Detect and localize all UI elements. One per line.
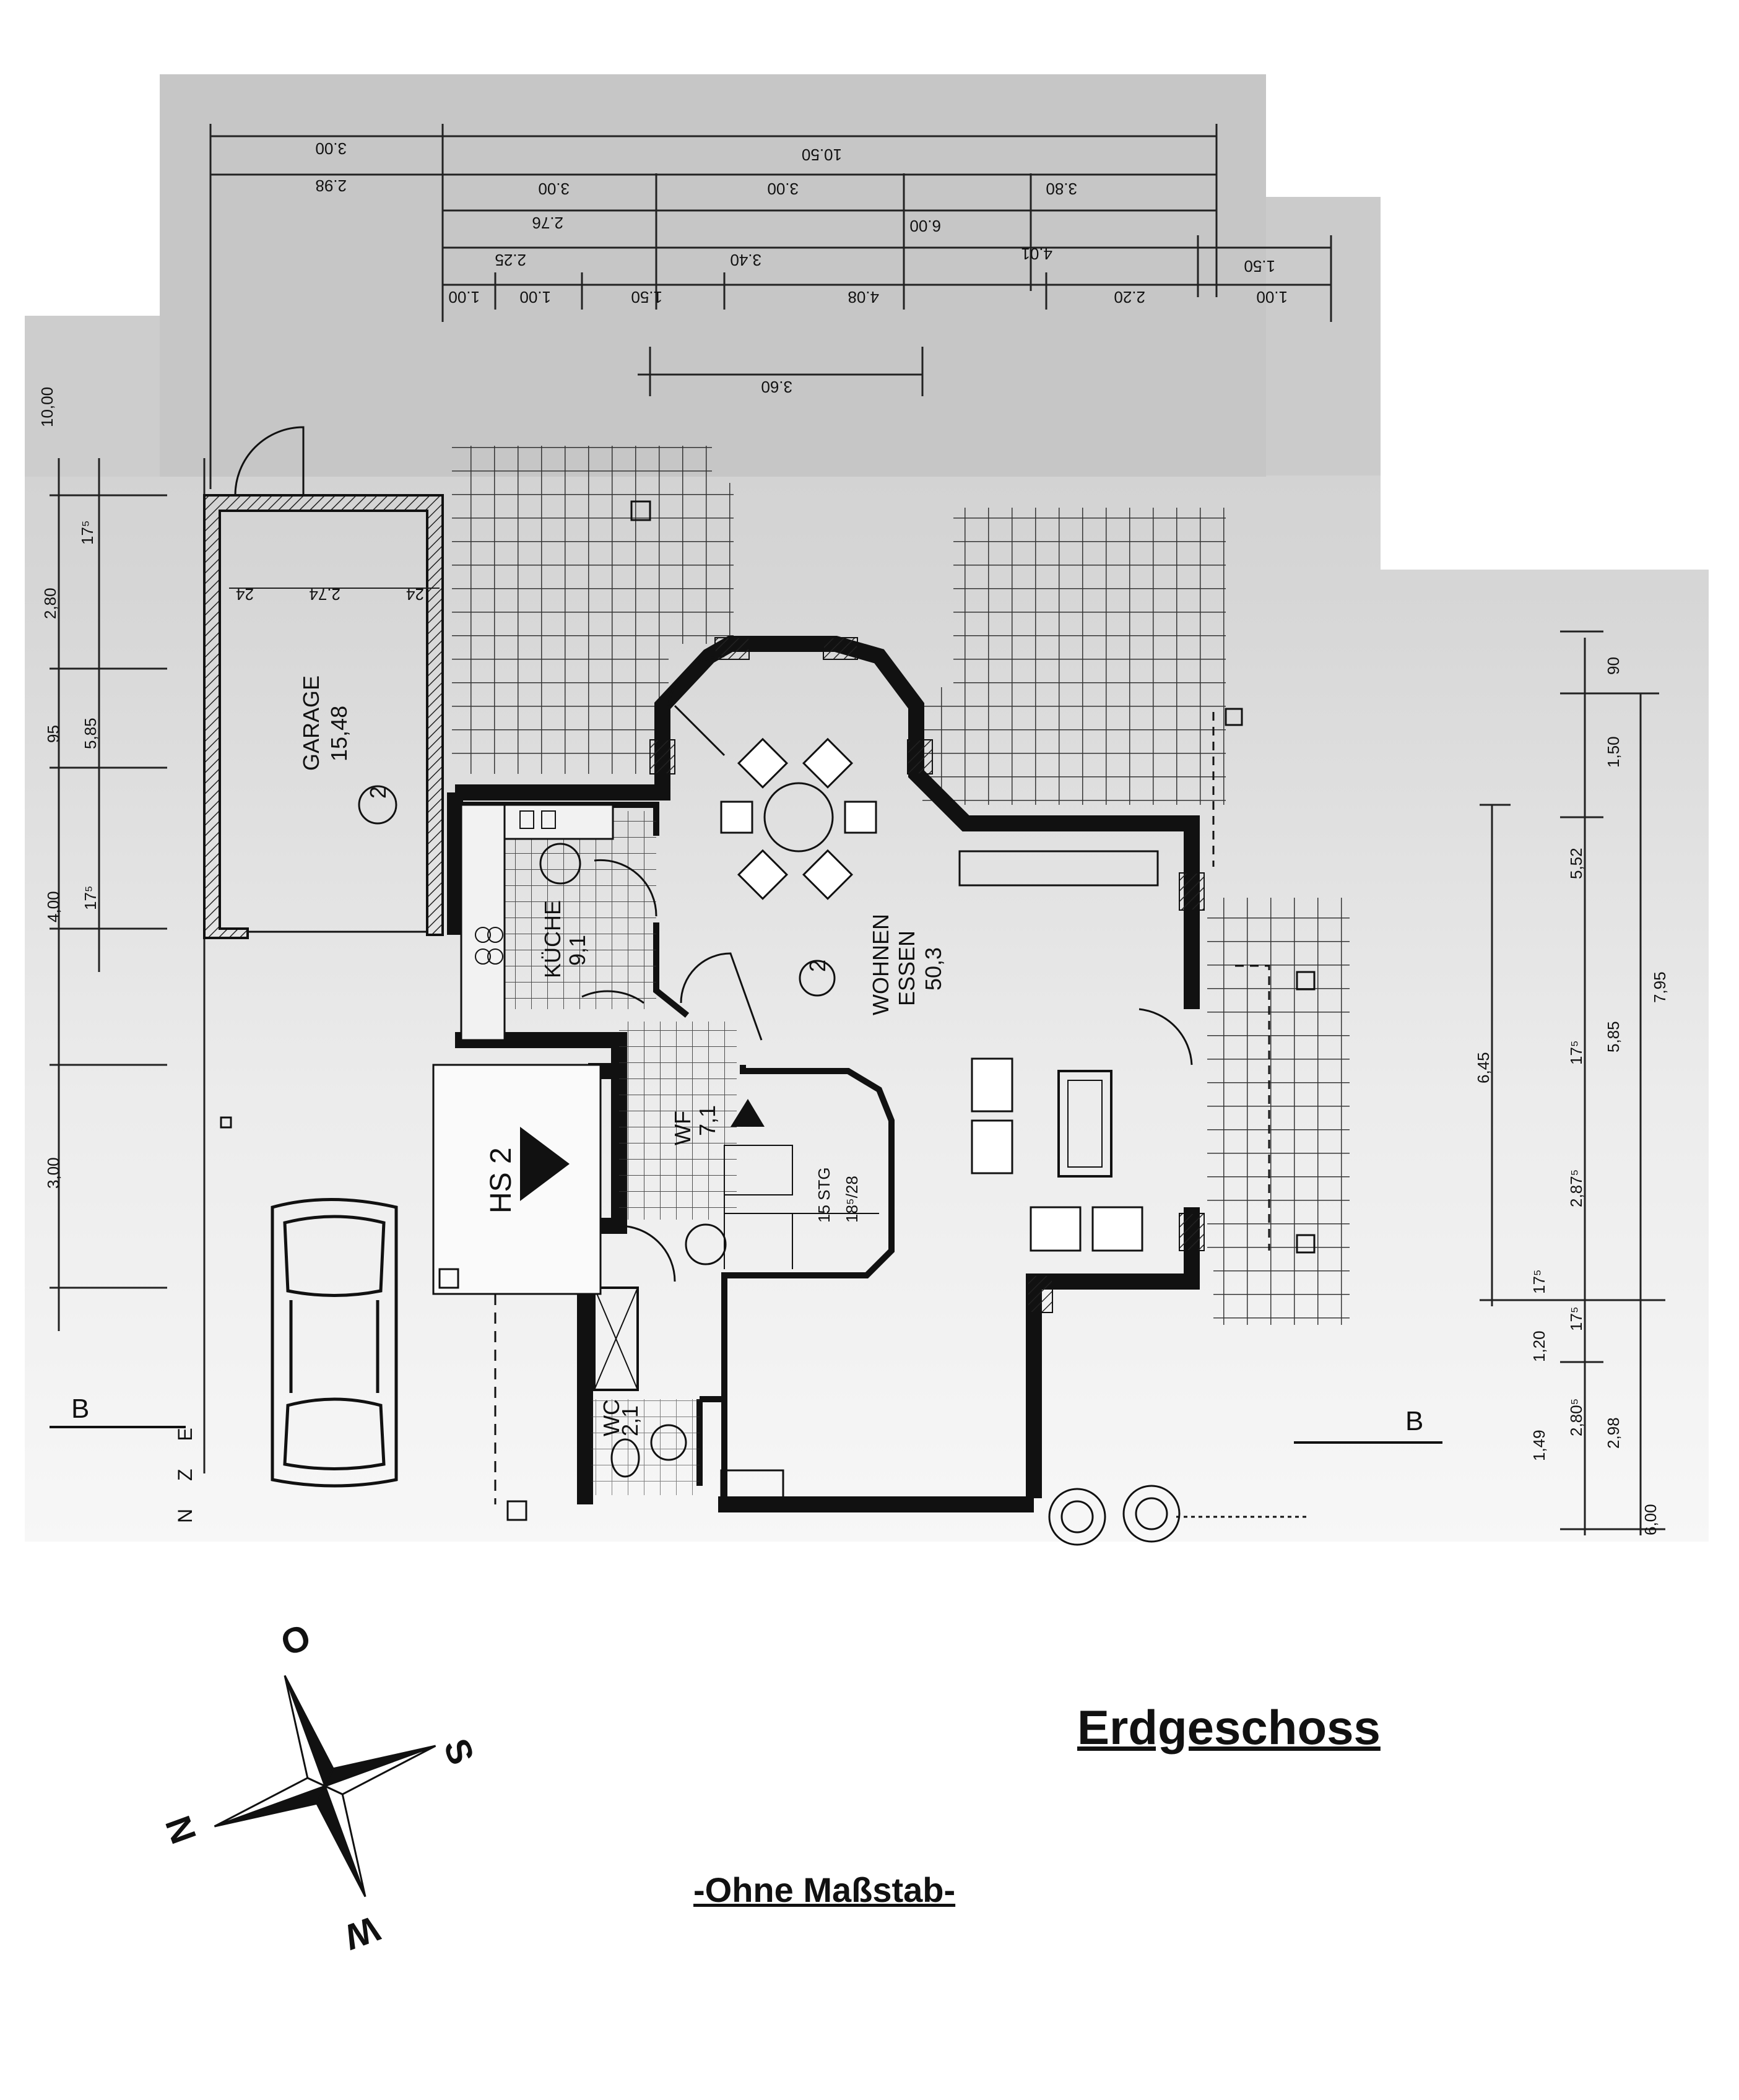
dim-label: 5,85 [81,718,100,749]
dim-label: 3.40 [730,251,761,269]
garage-area: 15,48 [326,706,352,761]
dim-label: 5,52 [1567,848,1585,879]
dim-label: 3.00 [315,139,347,158]
dim-label: 10.50 [802,145,842,164]
misc-markers [220,500,1316,1521]
dim-label: 17⁵ [78,520,97,545]
wc-name: WC [599,1399,624,1436]
wc: WC 2,1 [591,1286,784,1499]
hall-name: WF [670,1111,695,1145]
dim-label: 3.60 [761,378,792,396]
living-marker-label: 2 [805,960,830,972]
top-dimension-lines [209,124,1332,489]
dim-label: 17⁵ [1530,1269,1548,1294]
top-dimension-labels: 3.00 10.50 2.98 3.00 3.00 3.80 2.76 6.00… [315,139,1288,396]
garage-marker [358,785,397,825]
dim-label: 1.00 [448,288,480,306]
dim-label: 1,20 [1530,1330,1548,1362]
right-dimension-lines [1480,630,1665,1535]
living-area: 50,3 [921,947,946,991]
dim-label: 90 [1604,657,1623,675]
right-dimension-labels: 90 1,50 5,52 7,95 6,45 5,85 2,87⁵ 17⁵ 1,… [1474,657,1669,1535]
car [271,1198,398,1488]
dim-label: 6,00 [1641,1504,1660,1535]
dim-label: 17⁵ [81,885,100,910]
section-mark-left: B [71,1394,89,1424]
section-mark-right: B [1405,1406,1423,1436]
dim-label: 3.00 [538,180,570,198]
hall-area: 7,1 [695,1105,720,1136]
left-dimension-labels: 10,00 2,80 5,85 4,00 3,00 17⁵ 95 17⁵ [38,387,100,1189]
kitchen-area: 9,1 [565,935,590,966]
living-name2: ESSEN [894,931,919,1006]
dim-label: 6,45 [1474,1052,1493,1083]
dim-label: 1,50 [1604,736,1623,768]
dining-table [763,782,834,853]
dim-label: 3.00 [767,180,799,198]
living-name: WOHNEN [868,914,893,1015]
shrubs [1048,1485,1181,1546]
dim-label: 2.74 [309,585,340,604]
dim-label: 7,95 [1650,971,1669,1003]
street-text: N Z E [174,1417,196,1523]
living-dining: WOHNEN ESSEN 50,3 2 [667,655,1193,1252]
garage-marker-label: 2 [365,786,391,799]
dim-label: 2.76 [532,214,563,232]
dim-label: 95 [44,725,63,743]
dim-label: 2.98 [315,176,347,195]
wc-area: 2,1 [617,1405,643,1436]
hall: WF 7,1 15 STG 18⁵/28 [581,990,879,1282]
dim-label: 1.50 [1244,257,1275,276]
dim-label: 17⁵ [1567,1040,1585,1065]
dim-label: 24 [236,585,254,604]
entrance-label: HS 2 [485,1147,518,1213]
plan-title: Erdgeschoss [1077,1700,1381,1755]
kitchen-name: KÜCHE [540,900,565,978]
dim-label: 6.00 [909,217,941,235]
dim-label: 3,00 [44,1157,63,1189]
dim-label: 24 [406,585,424,604]
compass-rose: O S N W [157,1616,482,1958]
dim-label: 2,80⁵ [1567,1399,1585,1436]
section-marks: B B N Z E [50,1394,1442,1523]
dim-label: 1.00 [519,288,551,306]
dim-label: 10,00 [38,387,56,427]
stair-steps: 15 STG [815,1167,833,1223]
dim-label: 2,98 [1604,1417,1623,1449]
dim-label: 2.20 [1114,288,1145,306]
dim-label: 1.50 [631,288,662,306]
dim-label: 2,80 [41,588,59,619]
dim-label: 2.25 [495,251,526,269]
dim-label: 4,00 [44,891,63,922]
dim-label: 1,49 [1530,1430,1548,1461]
dim-label: 1.00 [1256,288,1288,306]
entrance: HS 2 [432,1064,602,1295]
dim-label: 5,85 [1604,1021,1623,1052]
dim-label: 4.01 [1021,245,1052,263]
terrace-tiles [452,446,1350,1325]
living-marker [799,960,836,997]
garage: 2.74 24 24 GARAGE 15,48 2 [203,426,444,939]
garage-name: GARAGE [298,675,324,771]
dim-label: 3.80 [1046,180,1077,198]
dim-label: 17⁵ [1567,1306,1585,1331]
stair-ratio: 18⁵/28 [843,1176,861,1223]
dim-label: 4.08 [848,288,879,306]
kitchen: KÜCHE 9,1 [460,804,657,1041]
scale-note: -Ohne Maßstab- [693,1870,956,1909]
dim-label: 2,87⁵ [1567,1169,1585,1207]
